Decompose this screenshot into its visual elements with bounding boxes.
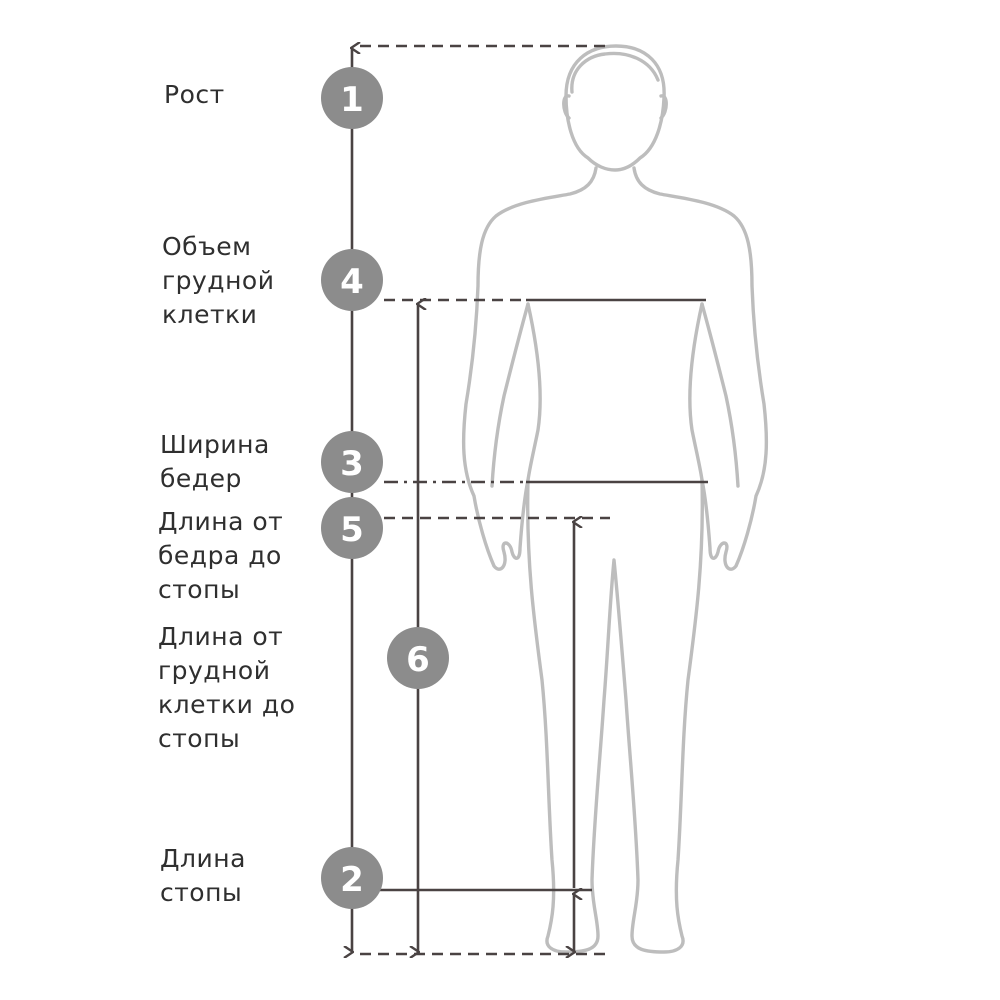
label-height: Рост <box>164 78 225 112</box>
label-chest-to-foot-line-2: грудной <box>158 656 271 685</box>
label-chest-to-foot-line-1: Длина от <box>158 622 284 651</box>
label-chest-line-1: Объем <box>162 232 252 261</box>
measurement-lines <box>352 46 708 954</box>
label-chest: Объем грудной клетки <box>162 230 274 332</box>
badge-height-number: 1 <box>340 80 364 120</box>
badge-chest-to-foot-number: 6 <box>406 640 430 680</box>
label-chest-line-3: клетки <box>162 300 258 329</box>
label-chest-line-2: грудной <box>162 266 275 295</box>
label-foot-line-1: Длина <box>160 844 246 873</box>
label-height-line-1: Рост <box>164 80 225 109</box>
figure-torso-left <box>526 302 542 482</box>
figure-hair <box>570 51 660 94</box>
badge-hips-number: 3 <box>340 444 364 484</box>
label-hip-to-foot: Длина от бедра до стопы <box>158 505 283 607</box>
badge-hip-to-foot: 5 <box>321 497 383 559</box>
label-hip-to-foot-line-2: бедра до <box>158 541 282 570</box>
human-figure <box>461 44 769 954</box>
label-hips-line-1: Ширина <box>160 430 270 459</box>
figure-body <box>461 166 769 954</box>
label-chest-to-foot-line-4: стопы <box>158 724 241 753</box>
badge-height: 1 <box>321 67 383 129</box>
badge-chest-to-foot: 6 <box>387 627 449 689</box>
label-hips: Ширина бедер <box>160 428 270 496</box>
label-chest-to-foot-line-3: клетки до <box>158 690 296 719</box>
badge-hips: 3 <box>321 431 383 493</box>
label-hip-to-foot-line-3: стопы <box>158 575 241 604</box>
badge-chest: 4 <box>321 249 383 311</box>
figure-torso-right <box>688 302 704 482</box>
badge-foot-number: 2 <box>340 860 364 900</box>
figure-ear-right <box>659 94 668 120</box>
figure-ear-left <box>562 94 571 120</box>
figure-arm-inner-left <box>490 302 530 488</box>
label-chest-to-foot: Длина от грудной клетки до стопы <box>158 620 295 756</box>
badge-chest-number: 4 <box>340 262 364 302</box>
badge-foot: 2 <box>321 847 383 909</box>
figure-arm-inner-right <box>700 302 740 488</box>
label-hips-line-2: бедер <box>160 464 242 493</box>
label-hip-to-foot-line-1: Длина от <box>158 507 284 536</box>
label-foot-line-2: стопы <box>160 878 243 907</box>
badge-hip-to-foot-number: 5 <box>340 510 364 550</box>
label-foot: Длина стопы <box>160 842 246 910</box>
